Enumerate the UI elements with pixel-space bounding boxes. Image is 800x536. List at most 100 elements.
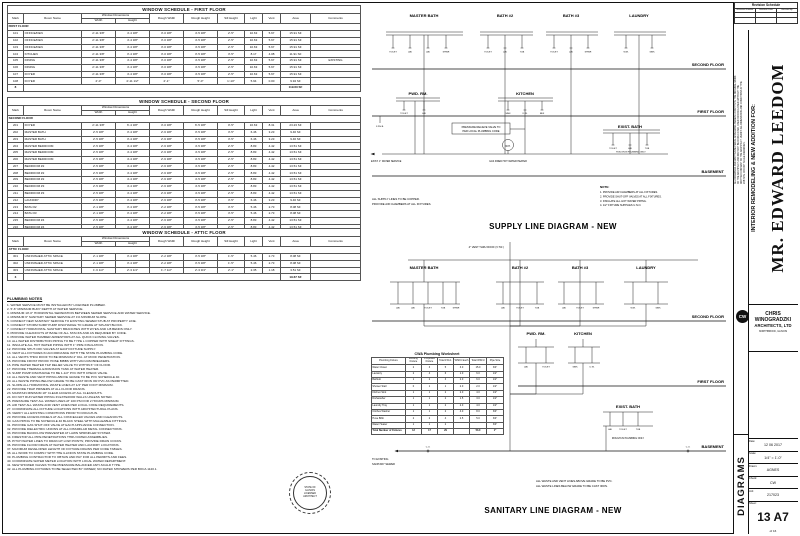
title-block-left-column: ALL DRAWINGS AND WRITTEN MATERIAL APPEAR… — [734, 30, 749, 536]
col-header-rough-height: Rough Height — [183, 104, 218, 117]
window-schedule-first-floor-table: WINDOW SCHEDULE - FIRST FLOOR Mark Room … — [6, 5, 362, 93]
plumbing-note: 6. CONNECT STORM SUMP PUMP DISCHARGE TO … — [7, 322, 123, 327]
col-header-area: Area — [280, 104, 311, 117]
sheet-number-row: Sheet: 13 A7 of 16 — [748, 500, 798, 536]
disclaimer-line: JOB SITE. DO NOT SCALE DRAWINGS. — [743, 141, 746, 184]
client-name: MR. EDWARD LEEDOM — [768, 63, 787, 273]
seal-text: STATE OF — [304, 486, 316, 490]
fixture-label: SINK — [649, 52, 655, 54]
scale-row: Scale: 1/4" = 1'-0" — [748, 450, 798, 464]
firm-name-2: ARCHITECTS, LTD — [754, 323, 792, 328]
service-arrow — [370, 152, 375, 156]
floor-lines — [372, 68, 726, 177]
fixture-label: TOILET — [516, 308, 524, 310]
col-header-room: Room Name — [23, 235, 82, 248]
col-header-comments: Comments — [309, 235, 362, 248]
room-label: PWD. RM. — [527, 331, 546, 336]
col-header-comments: Comments — [309, 104, 362, 117]
heater-note: GAS FIRED HOT WATER HEATER — [489, 160, 527, 163]
fixture-label: TOILET — [576, 308, 584, 310]
fixture-label: TUB — [636, 429, 641, 431]
copyright-disclaimer: ALL DRAWINGS AND WRITTEN MATERIAL APPEAR… — [735, 34, 747, 184]
fixture-label: LAV — [628, 147, 633, 150]
drawn-label: Drawn: — [749, 464, 758, 468]
seal-text: LICENSED — [304, 492, 316, 495]
room-label: LAUNDRY — [636, 265, 656, 270]
waste-laundry — [510, 260, 668, 327]
col-header-vent: Vent — [262, 235, 281, 248]
fixture-label: W.M. — [631, 308, 636, 310]
fixture-label: TUB — [441, 308, 446, 310]
plumbing-note: 14. ALL VENTS THRU ROOF TO BE MINIMUM 4"… — [7, 354, 121, 359]
plumbing-note: 19. ALL WASTE AND VENT PIPING ABOVE GRAD… — [7, 374, 121, 379]
diagram-title: SANITARY LINE DIAGRAM - NEW — [484, 506, 621, 515]
plumbing-note: 40. COORDINATE WATER METER LOCATION WITH… — [7, 459, 127, 464]
fixture-label: SINK — [505, 113, 511, 115]
fixture-label: LAV — [422, 112, 427, 115]
fixture-label: LAV — [562, 307, 567, 310]
ws-col-header: WSFU Each — [453, 356, 470, 366]
fixture-label: TOILET — [484, 52, 492, 54]
fixture-label: SHWR — [585, 52, 592, 54]
plumbing-note: 30. GAS PIPING TO BE SCHEDULE 40 BLACK S… — [7, 418, 128, 423]
col-header-sill: Sill Height — [217, 104, 245, 117]
room-label: LAUNDRY — [629, 13, 649, 18]
seal-text: ARCHITECT — [303, 494, 317, 498]
col-header-mark: Mark — [7, 104, 24, 117]
room-label: KITCHEN — [516, 91, 534, 96]
col-header-sill: Sill Height — [217, 12, 245, 25]
plumbing-note: 36. PROVIDE FLOOR DRAIN AT WATER HEATER … — [7, 443, 120, 448]
ws-col-header: Plumbing Fixture — [371, 356, 406, 366]
hose-bibb-label: F.P.H.B. — [376, 126, 384, 128]
note-line: 1. PROVIDE AIR CHAMBERS AT ALL FIXTURES. — [600, 190, 658, 194]
fixture-label: TOILET — [619, 429, 627, 431]
supply-line-diagram: MASTER BATH BATH #2 BATH #3 LAUNDRY PWD.… — [370, 13, 726, 231]
room-label: BATH #2 — [497, 13, 514, 18]
floor-lines — [372, 320, 726, 452]
fixture-label: LAV — [426, 51, 431, 54]
table-title: WINDOW SCHEDULE - SECOND FLOOR — [6, 97, 362, 106]
seal-text: ILLINOIS — [305, 489, 315, 493]
group-row: FIRST FLOOR — [6, 23, 362, 31]
col-header-mark: Mark — [7, 12, 24, 25]
window-schedule-second-floor-table: WINDOW SCHEDULE - SECOND FLOOR Mark Room… — [6, 97, 362, 246]
col-header-rough-width: Rough Width — [149, 104, 184, 117]
scale-label: Scale: — [749, 452, 757, 455]
cleanout-symbol — [686, 449, 690, 453]
fixture-label: LAV — [569, 51, 574, 54]
plumbing-note: 31. PROVIDE GAS SHUT-OFF VALVE AT EACH A… — [7, 422, 115, 427]
fixture-label: LAV — [524, 366, 529, 369]
fixture-label: TOILET — [389, 52, 397, 54]
drawn-value: AGNES — [766, 468, 780, 472]
fixture-label: SINK — [572, 367, 578, 369]
floor-label: BASEMENT — [702, 444, 725, 449]
floor-label: SECOND FLOOR — [692, 62, 724, 67]
plumbing-note: 39. PLUMBING CONTRACTOR TO OBTAIN AND PA… — [7, 455, 127, 460]
pipes-exist-bath — [603, 129, 660, 154]
sheet-title-box: DIAGRAMS — [734, 434, 748, 536]
main-supply-line — [379, 116, 668, 155]
col-header-light: Light — [244, 12, 263, 25]
waste-pwd-rm — [510, 339, 554, 395]
fixture-label: REF — [540, 113, 545, 115]
plumbing-note: 37. MAXIMUM DEVELOPED LENGTH OF FIXTURE … — [7, 447, 123, 452]
job-value: 217023 — [767, 493, 779, 497]
ws-col-header: Pipe Size — [486, 356, 504, 366]
sewer-note: SANITARY SEWER — [372, 462, 395, 466]
col-header-mark: Mark — [7, 235, 24, 248]
copper-note: PROVIDE AIR CHAMBERS AT ALL FIXTURES. — [372, 202, 432, 206]
plumbing-note: 27. COORDINATE ALL FIXTURE LOCATIONS WIT… — [7, 406, 119, 411]
worksheet-title: CWA Plumbing Worksheet — [414, 352, 460, 356]
col-header-height: Height — [115, 240, 150, 248]
